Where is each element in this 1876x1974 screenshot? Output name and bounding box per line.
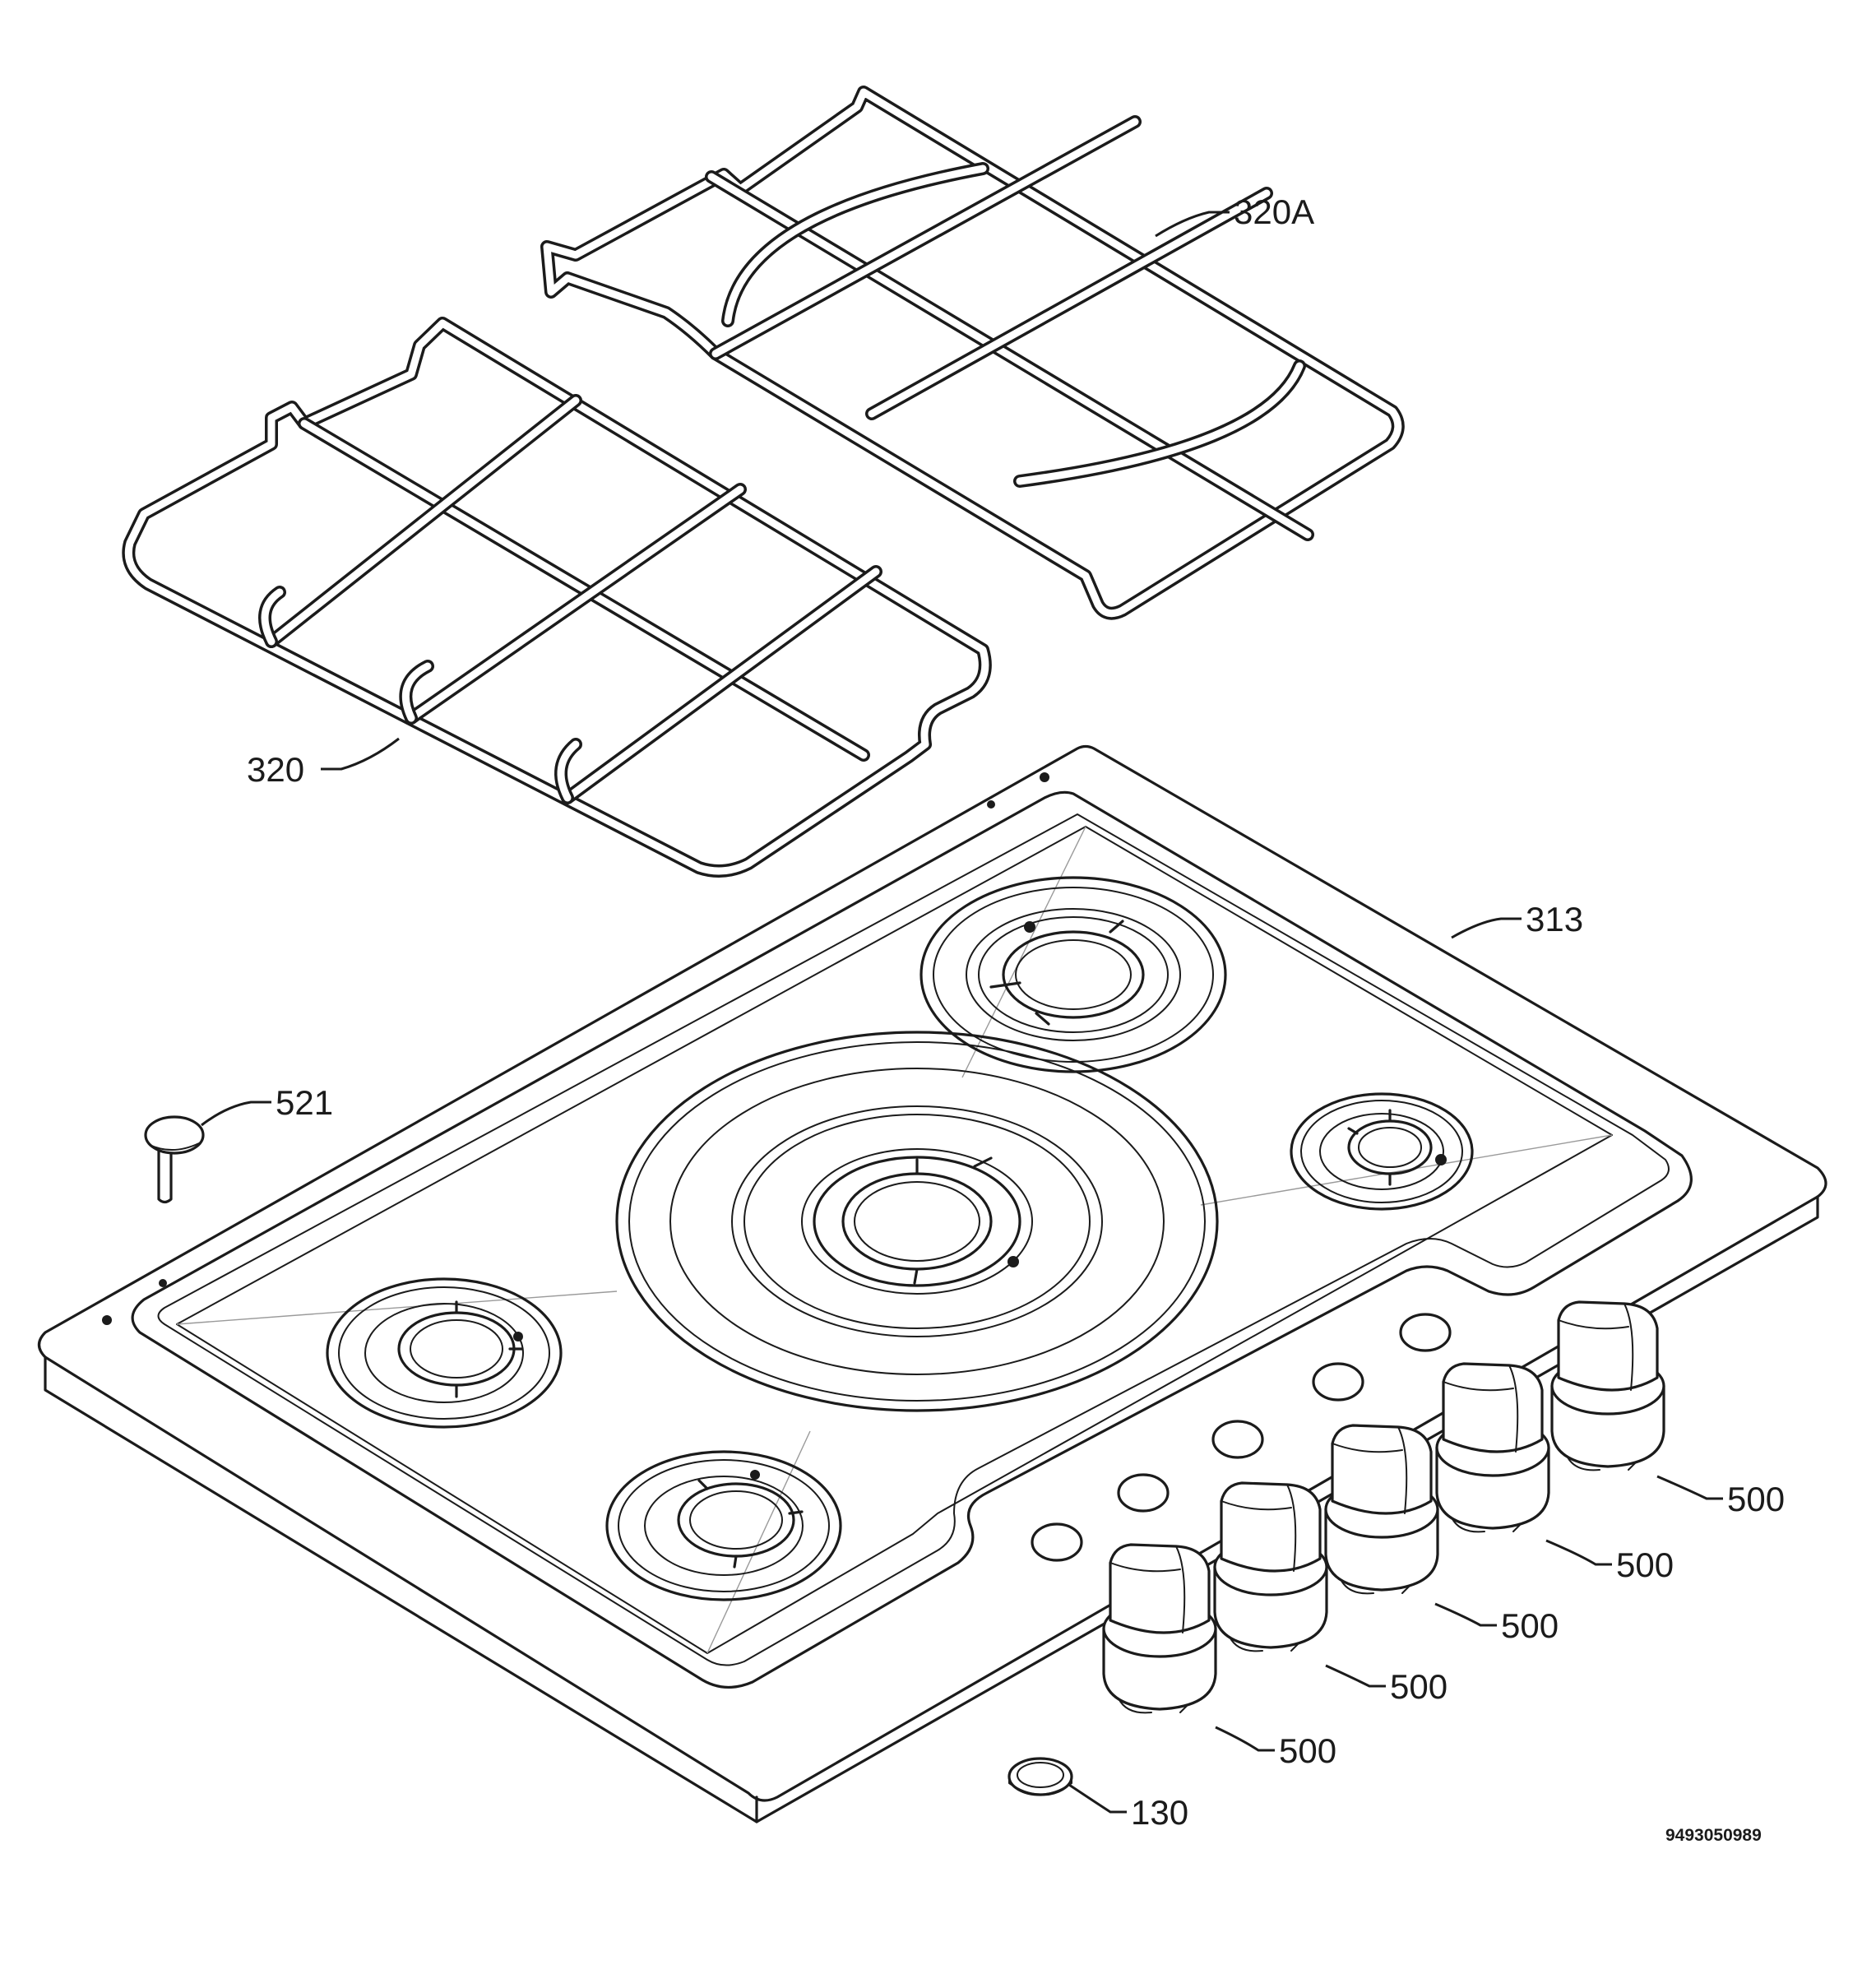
burner-left [326,1277,563,1429]
burner-front [605,1450,842,1601]
drawing-number: 9493050989 [1665,1826,1762,1845]
label-500-knob-3: 500 [1501,1606,1559,1645]
label-500-knob-5: 500 [1727,1480,1785,1518]
knob-2 [1213,1481,1328,1652]
pan-support-320 [122,317,992,878]
burner-centre-wok [615,1031,1219,1412]
seal-ring-130 [1007,1757,1073,1796]
label-500-knob-1: 500 [1279,1731,1336,1770]
pin-521 [144,1115,205,1204]
label-130: 130 [1131,1793,1188,1832]
hob-top-313 [37,744,1827,1823]
label-313: 313 [1526,900,1583,938]
knob-5 [1550,1300,1665,1471]
label-521: 521 [276,1083,333,1122]
label-500-knob-4: 500 [1616,1545,1674,1584]
control-knobs [1102,1300,1665,1714]
knob-3 [1324,1424,1439,1595]
label-500-knob-2: 500 [1390,1667,1448,1706]
knob-1 [1102,1543,1217,1714]
pan-support-320a [540,86,1405,620]
burner-rear-right [919,876,1227,1073]
knob-4 [1435,1362,1550,1533]
burner-right-small [1290,1092,1474,1211]
label-320: 320 [247,750,304,789]
knob-holes [1031,1313,1452,1562]
label-320a: 320A [1234,192,1314,231]
callout-leaders [201,211,1723,1814]
